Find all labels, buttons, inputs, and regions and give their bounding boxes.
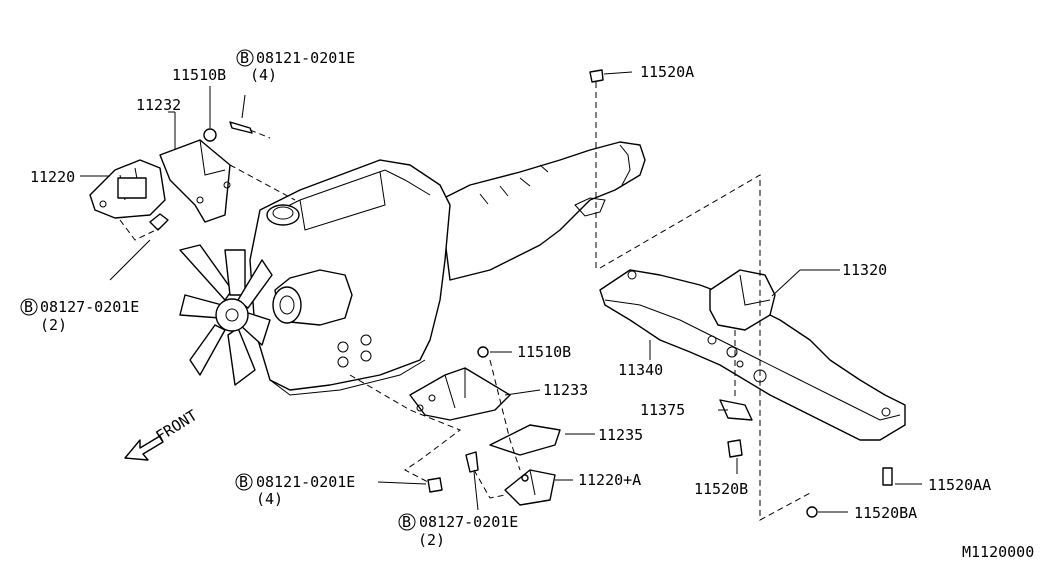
label-bolt-top: 08121-0201E <box>256 49 355 67</box>
label-front: FRONT <box>153 406 201 445</box>
label-11520b: 11520B <box>694 480 748 498</box>
b-marker-top <box>236 49 254 67</box>
label-11510b-mid: 11510B <box>517 343 571 361</box>
label-bolt-bottom2: 08127-0201E <box>419 513 518 531</box>
diagram-code: M1120000 <box>962 543 1034 561</box>
left-mount <box>89 121 253 231</box>
right-mount <box>409 346 561 506</box>
front-arrow <box>124 435 164 461</box>
label-11340: 11340 <box>618 361 663 379</box>
b-marker-bottom2-text: B <box>402 513 411 531</box>
label-11220a: 11220+A <box>578 471 641 489</box>
b-marker-left-text: B <box>24 298 33 316</box>
b-marker-left <box>20 298 38 316</box>
label-11232: 11232 <box>136 96 181 114</box>
label-11233: 11233 <box>543 381 588 399</box>
label-bolt-bottom-qty: (4) <box>256 490 283 508</box>
cooling-fan <box>179 244 273 386</box>
label-11235: 11235 <box>598 426 643 444</box>
b-marker-bottom-text: B <box>239 473 248 491</box>
label-11220: 11220 <box>30 168 75 186</box>
label-11510b-top: 11510B <box>172 66 226 84</box>
leader-lines <box>80 71 922 513</box>
label-bolt-left: 08127-0201E <box>40 298 139 316</box>
bolt-markers: B B B B <box>20 49 416 531</box>
label-11520aa: 11520AA <box>928 476 991 494</box>
label-bolt-bottom2-qty: (2) <box>418 531 445 549</box>
label-bolt-top-qty: (4) <box>250 66 277 84</box>
b-marker-top-text: B <box>240 49 249 67</box>
crossmember <box>589 69 906 518</box>
b-marker-bottom <box>235 473 253 491</box>
label-11520a: 11520A <box>640 63 694 81</box>
label-bolt-bottom: 08121-0201E <box>256 473 355 491</box>
label-11320: 11320 <box>842 261 887 279</box>
label-11520ba: 11520BA <box>854 504 917 522</box>
label-11375: 11375 <box>640 401 685 419</box>
engine-assembly <box>249 141 646 396</box>
b-marker-bottom2 <box>398 513 416 531</box>
label-bolt-left-qty: (2) <box>40 316 67 334</box>
